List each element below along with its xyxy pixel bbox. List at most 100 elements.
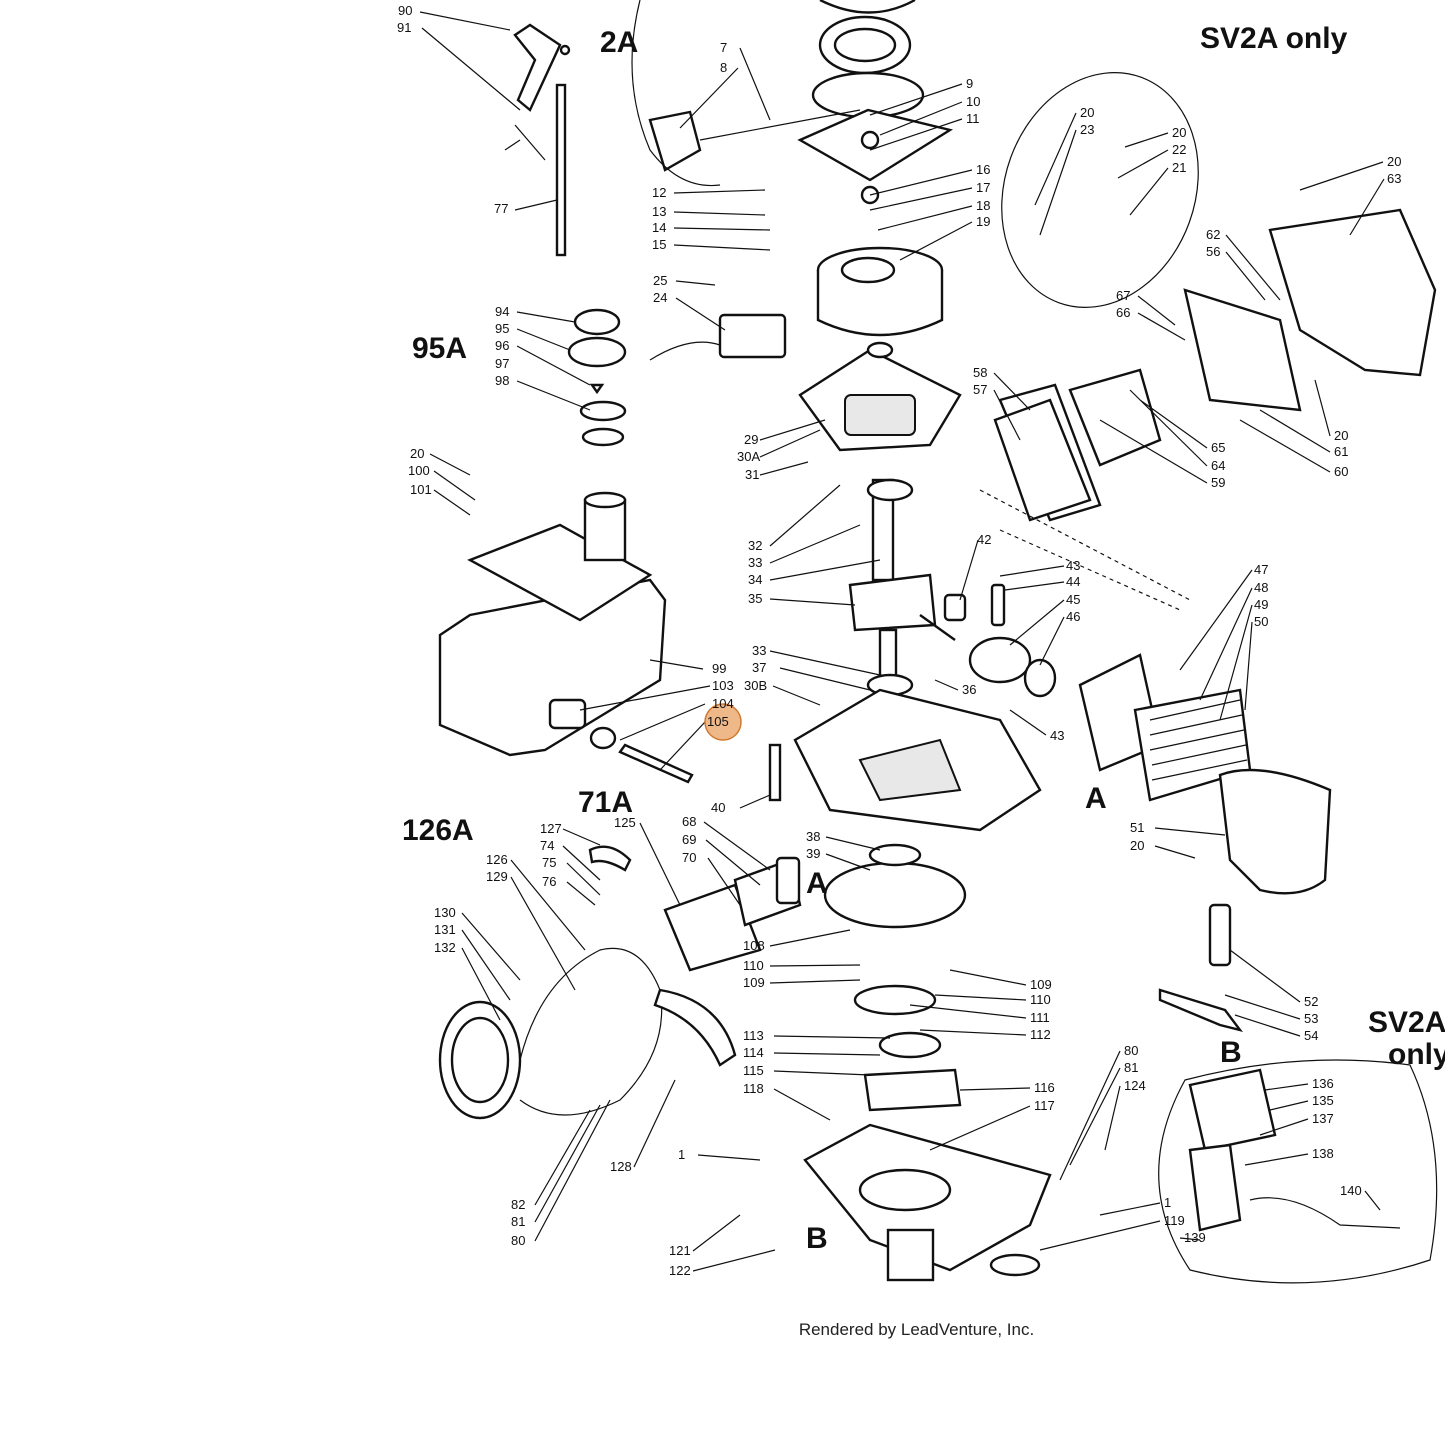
part-label-63[interactable]: 63	[1387, 171, 1401, 186]
part-label-13[interactable]: 13	[652, 204, 666, 219]
part-label-109[interactable]: 109	[743, 975, 765, 990]
part-label-57[interactable]: 57	[973, 382, 987, 397]
part-label-38[interactable]: 38	[806, 829, 820, 844]
part-label-49[interactable]: 49	[1254, 597, 1268, 612]
part-label-30A[interactable]: 30A	[737, 449, 760, 464]
part-label-104[interactable]: 104	[712, 696, 734, 711]
part-label-101[interactable]: 101	[410, 482, 432, 497]
part-label-103[interactable]: 103	[712, 678, 734, 693]
part-label-121[interactable]: 121	[669, 1243, 691, 1258]
part-label-7[interactable]: 7	[720, 40, 727, 55]
part-label-35[interactable]: 35	[748, 591, 762, 606]
part-label-42[interactable]: 42	[977, 532, 991, 547]
part-label-53[interactable]: 53	[1304, 1011, 1318, 1026]
part-label-14[interactable]: 14	[652, 220, 666, 235]
part-label-96[interactable]: 96	[495, 338, 509, 353]
part-label-40[interactable]: 40	[711, 800, 725, 815]
part-label-91[interactable]: 91	[397, 20, 411, 35]
part-label-1[interactable]: 1	[1164, 1195, 1171, 1210]
part-label-21[interactable]: 21	[1172, 160, 1186, 175]
part-label-22[interactable]: 22	[1172, 142, 1186, 157]
part-label-20[interactable]: 20	[1130, 838, 1144, 853]
part-label-68[interactable]: 68	[682, 814, 696, 829]
part-label-50[interactable]: 50	[1254, 614, 1268, 629]
part-label-31[interactable]: 31	[745, 467, 759, 482]
part-label-98[interactable]: 98	[495, 373, 509, 388]
part-label-124[interactable]: 124	[1124, 1078, 1146, 1093]
part-label-94[interactable]: 94	[495, 304, 509, 319]
part-label-43[interactable]: 43	[1050, 728, 1064, 743]
part-label-65[interactable]: 65	[1211, 440, 1225, 455]
part-label-113[interactable]: 113	[743, 1028, 764, 1043]
part-label-47[interactable]: 47	[1254, 562, 1268, 577]
part-label-43[interactable]: 43	[1066, 558, 1080, 573]
part-label-70[interactable]: 70	[682, 850, 696, 865]
part-label-81[interactable]: 81	[1124, 1060, 1138, 1075]
part-label-80[interactable]: 80	[1124, 1043, 1138, 1058]
part-label-126[interactable]: 126	[486, 852, 508, 867]
part-label-64[interactable]: 64	[1211, 458, 1225, 473]
part-label-100[interactable]: 100	[408, 463, 430, 478]
part-label-59[interactable]: 59	[1211, 475, 1225, 490]
part-label-116[interactable]: 116	[1034, 1080, 1055, 1095]
part-label-125[interactable]: 125	[614, 815, 636, 830]
part-label-132[interactable]: 132	[434, 940, 456, 955]
part-label-130[interactable]: 130	[434, 905, 456, 920]
part-label-81[interactable]: 81	[511, 1214, 525, 1229]
part-label-1[interactable]: 1	[678, 1147, 685, 1162]
part-label-80[interactable]: 80	[511, 1233, 525, 1248]
part-label-33[interactable]: 33	[752, 643, 766, 658]
part-label-51[interactable]: 51	[1130, 820, 1144, 835]
part-label-131[interactable]: 131	[434, 922, 456, 937]
part-label-99[interactable]: 99	[712, 661, 726, 676]
part-label-37[interactable]: 37	[752, 660, 766, 675]
part-label-74[interactable]: 74	[540, 838, 554, 853]
part-label-20[interactable]: 20	[1080, 105, 1094, 120]
part-label-97[interactable]: 97	[495, 356, 509, 371]
part-label-90[interactable]: 90	[398, 3, 412, 18]
part-label-36[interactable]: 36	[962, 682, 976, 697]
part-label-137[interactable]: 137	[1312, 1111, 1334, 1126]
part-label-45[interactable]: 45	[1066, 592, 1080, 607]
part-label-24[interactable]: 24	[653, 290, 667, 305]
part-label-62[interactable]: 62	[1206, 227, 1220, 242]
part-label-54[interactable]: 54	[1304, 1028, 1318, 1043]
part-label-82[interactable]: 82	[511, 1197, 525, 1212]
part-label-136[interactable]: 136	[1312, 1076, 1334, 1091]
part-label-95[interactable]: 95	[495, 321, 509, 336]
part-label-17[interactable]: 17	[976, 180, 990, 195]
part-label-58[interactable]: 58	[973, 365, 987, 380]
part-label-122[interactable]: 122	[669, 1263, 691, 1278]
part-label-110[interactable]: 110	[743, 958, 764, 973]
part-label-67[interactable]: 67	[1116, 288, 1130, 303]
part-label-48[interactable]: 48	[1254, 580, 1268, 595]
part-label-33[interactable]: 33	[748, 555, 762, 570]
part-label-15[interactable]: 15	[652, 237, 666, 252]
part-label-75[interactable]: 75	[542, 855, 556, 870]
part-label-119[interactable]: 119	[1164, 1213, 1185, 1228]
part-label-19[interactable]: 19	[976, 214, 990, 229]
part-label-20[interactable]: 20	[1387, 154, 1401, 169]
part-label-12[interactable]: 12	[652, 185, 666, 200]
part-label-9[interactable]: 9	[966, 76, 973, 91]
part-label-66[interactable]: 66	[1116, 305, 1130, 320]
part-label-115[interactable]: 115	[743, 1063, 764, 1078]
part-label-29[interactable]: 29	[744, 432, 758, 447]
part-label-118[interactable]: 118	[743, 1081, 764, 1096]
part-label-129[interactable]: 129	[486, 869, 508, 884]
part-label-25[interactable]: 25	[653, 273, 667, 288]
part-label-114[interactable]: 114	[743, 1045, 764, 1060]
part-label-105[interactable]: 105	[707, 714, 729, 729]
part-label-39[interactable]: 39	[806, 846, 820, 861]
part-label-127[interactable]: 127	[540, 821, 562, 836]
part-label-140[interactable]: 140	[1340, 1183, 1362, 1198]
part-label-61[interactable]: 61	[1334, 444, 1348, 459]
part-label-56[interactable]: 56	[1206, 244, 1220, 259]
part-label-111[interactable]: 111	[1030, 1010, 1050, 1025]
part-label-69[interactable]: 69	[682, 832, 696, 847]
part-label-16[interactable]: 16	[976, 162, 990, 177]
part-label-30B[interactable]: 30B	[744, 678, 767, 693]
part-label-108[interactable]: 108	[743, 938, 765, 953]
part-label-46[interactable]: 46	[1066, 609, 1080, 624]
part-label-10[interactable]: 10	[966, 94, 980, 109]
